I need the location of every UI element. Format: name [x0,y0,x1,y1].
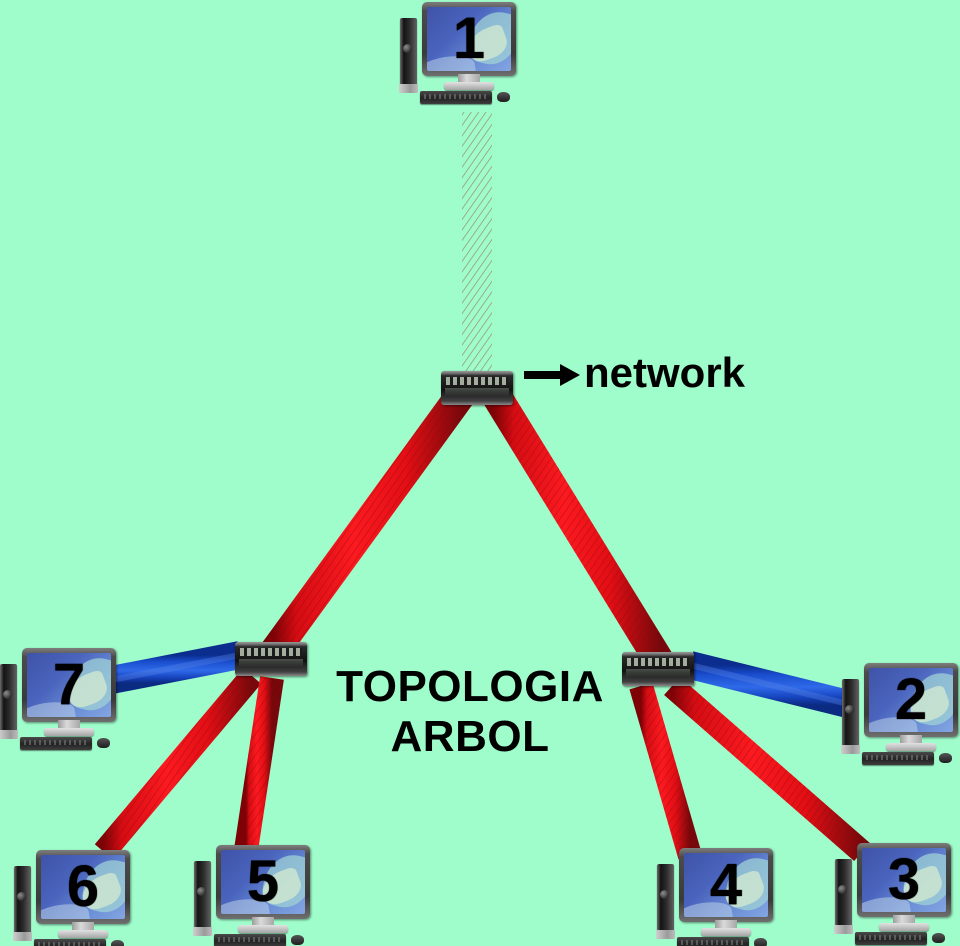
computer-tower-icon [399,18,418,93]
right-switch[interactable] [622,652,694,686]
keyboard-icon [420,91,492,104]
computer-node-3[interactable]: 3 [833,843,953,946]
monitor-stand [458,74,480,84]
computer-node-5[interactable]: 5 [192,845,312,946]
keyboard-icon [214,934,286,946]
monitor-base [58,930,108,938]
computer-monitor-icon: 1 [422,2,516,76]
computer-tower-icon [834,859,853,934]
monitor-base [701,928,751,936]
cable-rightswitch-pc2 [686,651,856,719]
mouse-icon [754,938,767,946]
computer-monitor-icon: 6 [36,850,130,924]
mouse-icon [939,753,952,763]
computer-label: 6 [66,855,100,919]
title-line-1: TOPOLOGIA [336,662,604,711]
computer-tower-icon [0,664,18,739]
mouse-icon [111,940,124,946]
switch-body [445,388,509,397]
keyboard-icon [34,939,106,946]
network-pointer-icon [524,364,580,386]
title-line-2: ARBOL [390,712,550,761]
monitor-stand [72,922,94,932]
computer-tower-icon [841,679,860,754]
computer-label: 1 [452,7,486,71]
computer-monitor-icon: 4 [679,848,773,922]
monitor-stand [893,915,915,925]
left-switch[interactable] [235,642,307,676]
computer-node-6[interactable]: 6 [12,850,132,946]
switch-ports-icon [240,648,302,656]
monitor-base [886,743,936,751]
keyboard-icon [677,937,749,946]
cable-leftswitch-pc6 [94,668,262,860]
computer-tower-icon [13,866,32,941]
cable-core-leftswitch [261,383,476,661]
switch-ports-icon [627,658,689,666]
computer-node-1[interactable]: 1 [398,2,518,106]
cable-rightswitch-pc4 [629,682,702,860]
network-arrow-wrap [524,360,582,395]
monitor-base [879,923,929,931]
keyboard-icon [20,737,92,750]
computer-label: 4 [709,853,743,917]
computer-label: 2 [894,668,928,732]
keyboard-icon [855,932,927,945]
computer-label: 3 [887,848,921,912]
computer-node-2[interactable]: 2 [840,663,960,767]
computer-monitor-icon: 7 [22,648,116,722]
monitor-stand [715,920,737,930]
monitor-stand [252,917,274,927]
mouse-icon [932,933,945,943]
page-title: TOPOLOGIA ARBOL [320,662,620,762]
monitor-stand [900,735,922,745]
cable-core-rightswitch [481,384,673,670]
core-switch[interactable] [441,371,513,405]
cable-rightswitch-pc3 [664,676,870,862]
mouse-icon [291,935,304,945]
computer-monitor-icon: 3 [857,843,951,917]
computer-label: 5 [246,850,280,914]
computer-monitor-icon: 2 [864,663,958,737]
monitor-base [444,82,494,90]
cable-leftswitch-pc5 [234,676,284,852]
monitor-stand [58,720,80,730]
computer-node-7[interactable]: 7 [0,648,118,752]
mouse-icon [97,738,110,748]
monitor-base [44,728,94,736]
computer-tower-icon [193,861,212,936]
computer-node-4[interactable]: 4 [655,848,775,946]
switch-ports-icon [446,377,508,385]
monitor-base [238,925,288,933]
network-label: network [584,349,746,396]
switch-body [626,669,690,678]
computer-monitor-icon: 5 [216,845,310,919]
mouse-icon [497,92,510,102]
computer-tower-icon [656,864,675,939]
keyboard-icon [862,752,934,765]
computer-label: 7 [52,653,86,717]
switch-body [239,659,303,668]
